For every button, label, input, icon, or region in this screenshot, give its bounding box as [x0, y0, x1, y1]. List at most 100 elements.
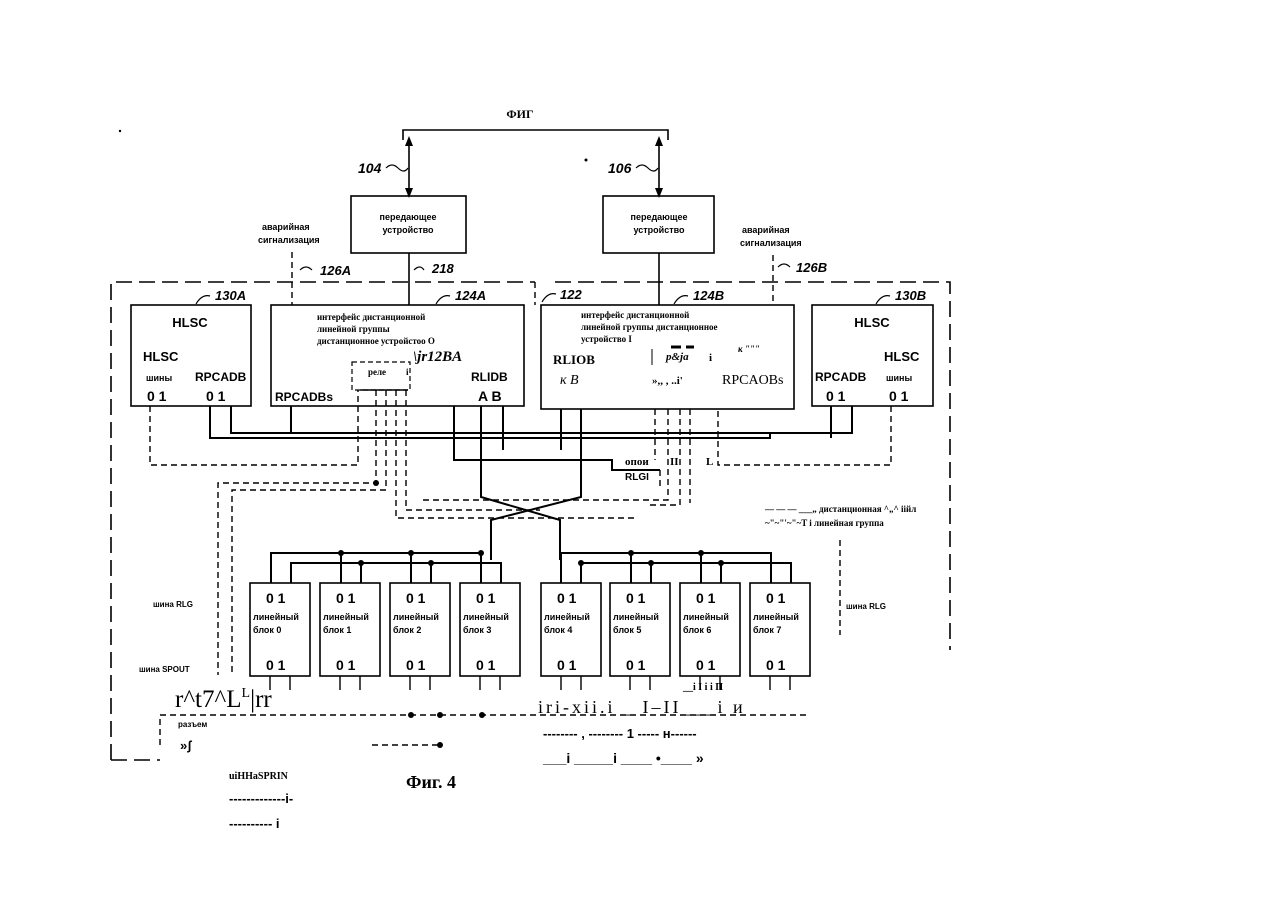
- line-unit-bottom-bits: 0 1: [557, 657, 577, 673]
- rlgi-b-noise3: i: [709, 352, 712, 364]
- alarm-left-line2: сигнализация: [258, 235, 320, 245]
- ref-126b-leader: [778, 264, 790, 267]
- cross-line-1: [481, 488, 560, 560]
- line-unit-bottom-bits: 0 1: [406, 657, 426, 673]
- line-unit-label-1: линейный: [463, 612, 509, 622]
- rlgi-b-noise1: p&ja: [665, 351, 689, 363]
- cross-label-l: L: [706, 456, 713, 468]
- line-unit-3: 0 1 линейный блок 3 0 1: [460, 583, 520, 690]
- hlsc-left-sub: HLSC: [143, 349, 179, 364]
- rlgi-b-noise2: к """: [738, 344, 760, 354]
- ref-126a-leader: [300, 267, 312, 270]
- transmitter-right-line2: устройство: [633, 225, 685, 235]
- line-unit-label-1: линейный: [753, 612, 799, 622]
- line-unit-2: 0 1линейныйблок 20 1: [390, 583, 450, 690]
- connector-label: разъем: [178, 720, 207, 729]
- line-unit-6: 0 1линейныйблок 60 1: [680, 583, 740, 690]
- rlgi-b-line1: интерфейс дистанционной: [581, 310, 689, 320]
- ref-130b-leader: [876, 296, 890, 304]
- bus-rlg-left: [271, 553, 481, 583]
- remote-group-line2: ~"~"'~"~T i линейная группа: [765, 518, 884, 528]
- hlsc-left-rpcadb: RPCADB: [195, 370, 247, 384]
- rlgi-b-rliob: RLIOB: [553, 352, 595, 367]
- hlsc-left-title: HLSC: [172, 315, 208, 330]
- line-unit-label-2: блок 7: [753, 625, 781, 635]
- ref-106-leader: [636, 165, 658, 171]
- ref-106: 106: [608, 160, 632, 176]
- relay-dashed-4: [406, 390, 540, 510]
- line-unit-label-1: линейный: [683, 612, 729, 622]
- ref-218-leader: [414, 267, 424, 270]
- ref-104: 104: [358, 160, 382, 176]
- rlgi-a-line1: интерфейс дистанционной: [317, 312, 425, 322]
- line-unit-label-1: линейный: [253, 612, 299, 622]
- line-unit-bottom-bits: 0 1: [626, 657, 646, 673]
- alarm-right-line2: сигнализация: [740, 238, 802, 248]
- line-unit-top-bits: 0 1: [557, 590, 577, 606]
- ref-130b: 130B: [895, 288, 926, 303]
- hlsc-left-buses: шины: [146, 373, 172, 383]
- arrow-104: [405, 136, 413, 198]
- line-unit-label-2: блок 3: [463, 625, 491, 635]
- rlgi-b-line3: устройство I: [581, 334, 632, 344]
- bus-spout-label: шина SPOUT: [139, 665, 190, 674]
- stray-dot-2: [585, 159, 588, 162]
- rlgi-b-noise4: »,, , ..i': [652, 375, 683, 387]
- figure-top-label: ФИГ: [506, 107, 533, 121]
- rlgi-a-rpcadbs: RPCADBs: [275, 390, 333, 404]
- remote-group-line1: — — — ___„ дистанционная ^„^ іійл: [764, 504, 916, 514]
- line-unit-label-1: линейный: [393, 612, 439, 622]
- rlgi-a-rlidb: RLIDB: [471, 370, 508, 384]
- line-unit-bottom-bits: 0 1: [766, 657, 786, 673]
- hlsc-right-bits-b: 0 1: [889, 388, 909, 404]
- ref-104-leader: [386, 165, 408, 171]
- line-unit-top-bits: 0 1: [266, 590, 286, 606]
- line-unit-4: 0 1 линейный блок 4 0 1: [541, 583, 601, 690]
- line-unit-label-2: блок 4: [544, 625, 572, 635]
- ref-126b: 126B: [796, 260, 827, 275]
- transmitter-left-line1: передающее: [380, 212, 437, 222]
- bus-rlg-right-b: [581, 563, 791, 583]
- hlsc-left-bits-a: 0 1: [147, 388, 167, 404]
- rlgi-a-line3: дистанционное устройстоо O: [317, 336, 435, 346]
- spout-dots: [408, 712, 485, 748]
- garble-bottom-line3: ___і _____і ____ •____ »: [542, 750, 704, 766]
- connector-symbol: »ʃ: [180, 738, 192, 753]
- hlsc-right-title: HLSC: [854, 315, 890, 330]
- line-unit-1: 0 1линейныйблок 10 1: [320, 583, 380, 690]
- line-unit-top-bits: 0 1: [766, 590, 786, 606]
- line-unit-label-2: блок 2: [393, 625, 421, 635]
- garble-left: r^t7^LL|rr: [175, 686, 272, 713]
- ref-126a: 126A: [320, 263, 351, 278]
- relay-mark: i: [406, 367, 409, 377]
- bus-rlg-right: [561, 553, 771, 583]
- line-unit-bottom-bits: 0 1: [476, 657, 496, 673]
- rlgi-b-line2: линейной группы дистанционное: [581, 322, 718, 332]
- transmitter-right-line1: передающее: [631, 212, 688, 222]
- garble-bottom-mini: __і I і і П: [682, 682, 723, 693]
- line-unit-top-bits: 0 1: [336, 590, 356, 606]
- bus-rlg-left-b: [291, 563, 501, 583]
- line-unit-top-bits: 0 1: [626, 590, 646, 606]
- line-unit-top-bits: 0 1: [476, 590, 496, 606]
- ref-124a-leader: [436, 296, 450, 304]
- line-unit-bottom-bits: 0 1: [266, 657, 286, 673]
- alarm-right-line1: аварийная: [742, 225, 790, 235]
- line-unit-label-2: блок 1: [323, 625, 351, 635]
- ref-130a-leader: [196, 296, 210, 304]
- spring-line2: ---------- і: [229, 816, 280, 831]
- cross-label-rlgi: RLGI: [625, 472, 649, 483]
- hlsc-left-bits-b: 0 1: [206, 388, 226, 404]
- bus-rlg-label-left: шина RLG: [153, 600, 193, 609]
- junction-relay: [373, 480, 379, 486]
- hlsc-right-bits-a: 0 1: [826, 388, 846, 404]
- garble-bottom-line2: -------- , -------- 1 ----- н------: [543, 726, 697, 741]
- ref-124b-leader: [674, 296, 688, 304]
- figure-caption: Фиг. 4: [406, 772, 456, 792]
- line-unit-label-1: линейный: [544, 612, 590, 622]
- cross-line-2: [491, 488, 581, 560]
- line-unit-label-1: линейный: [613, 612, 659, 622]
- line-unit-bottom-bits: 0 1: [696, 657, 716, 673]
- spring-line1: -------------і-: [229, 791, 293, 806]
- line-units-group: 0 1линейныйблок 00 10 1линейныйблок 10 1…: [250, 583, 810, 690]
